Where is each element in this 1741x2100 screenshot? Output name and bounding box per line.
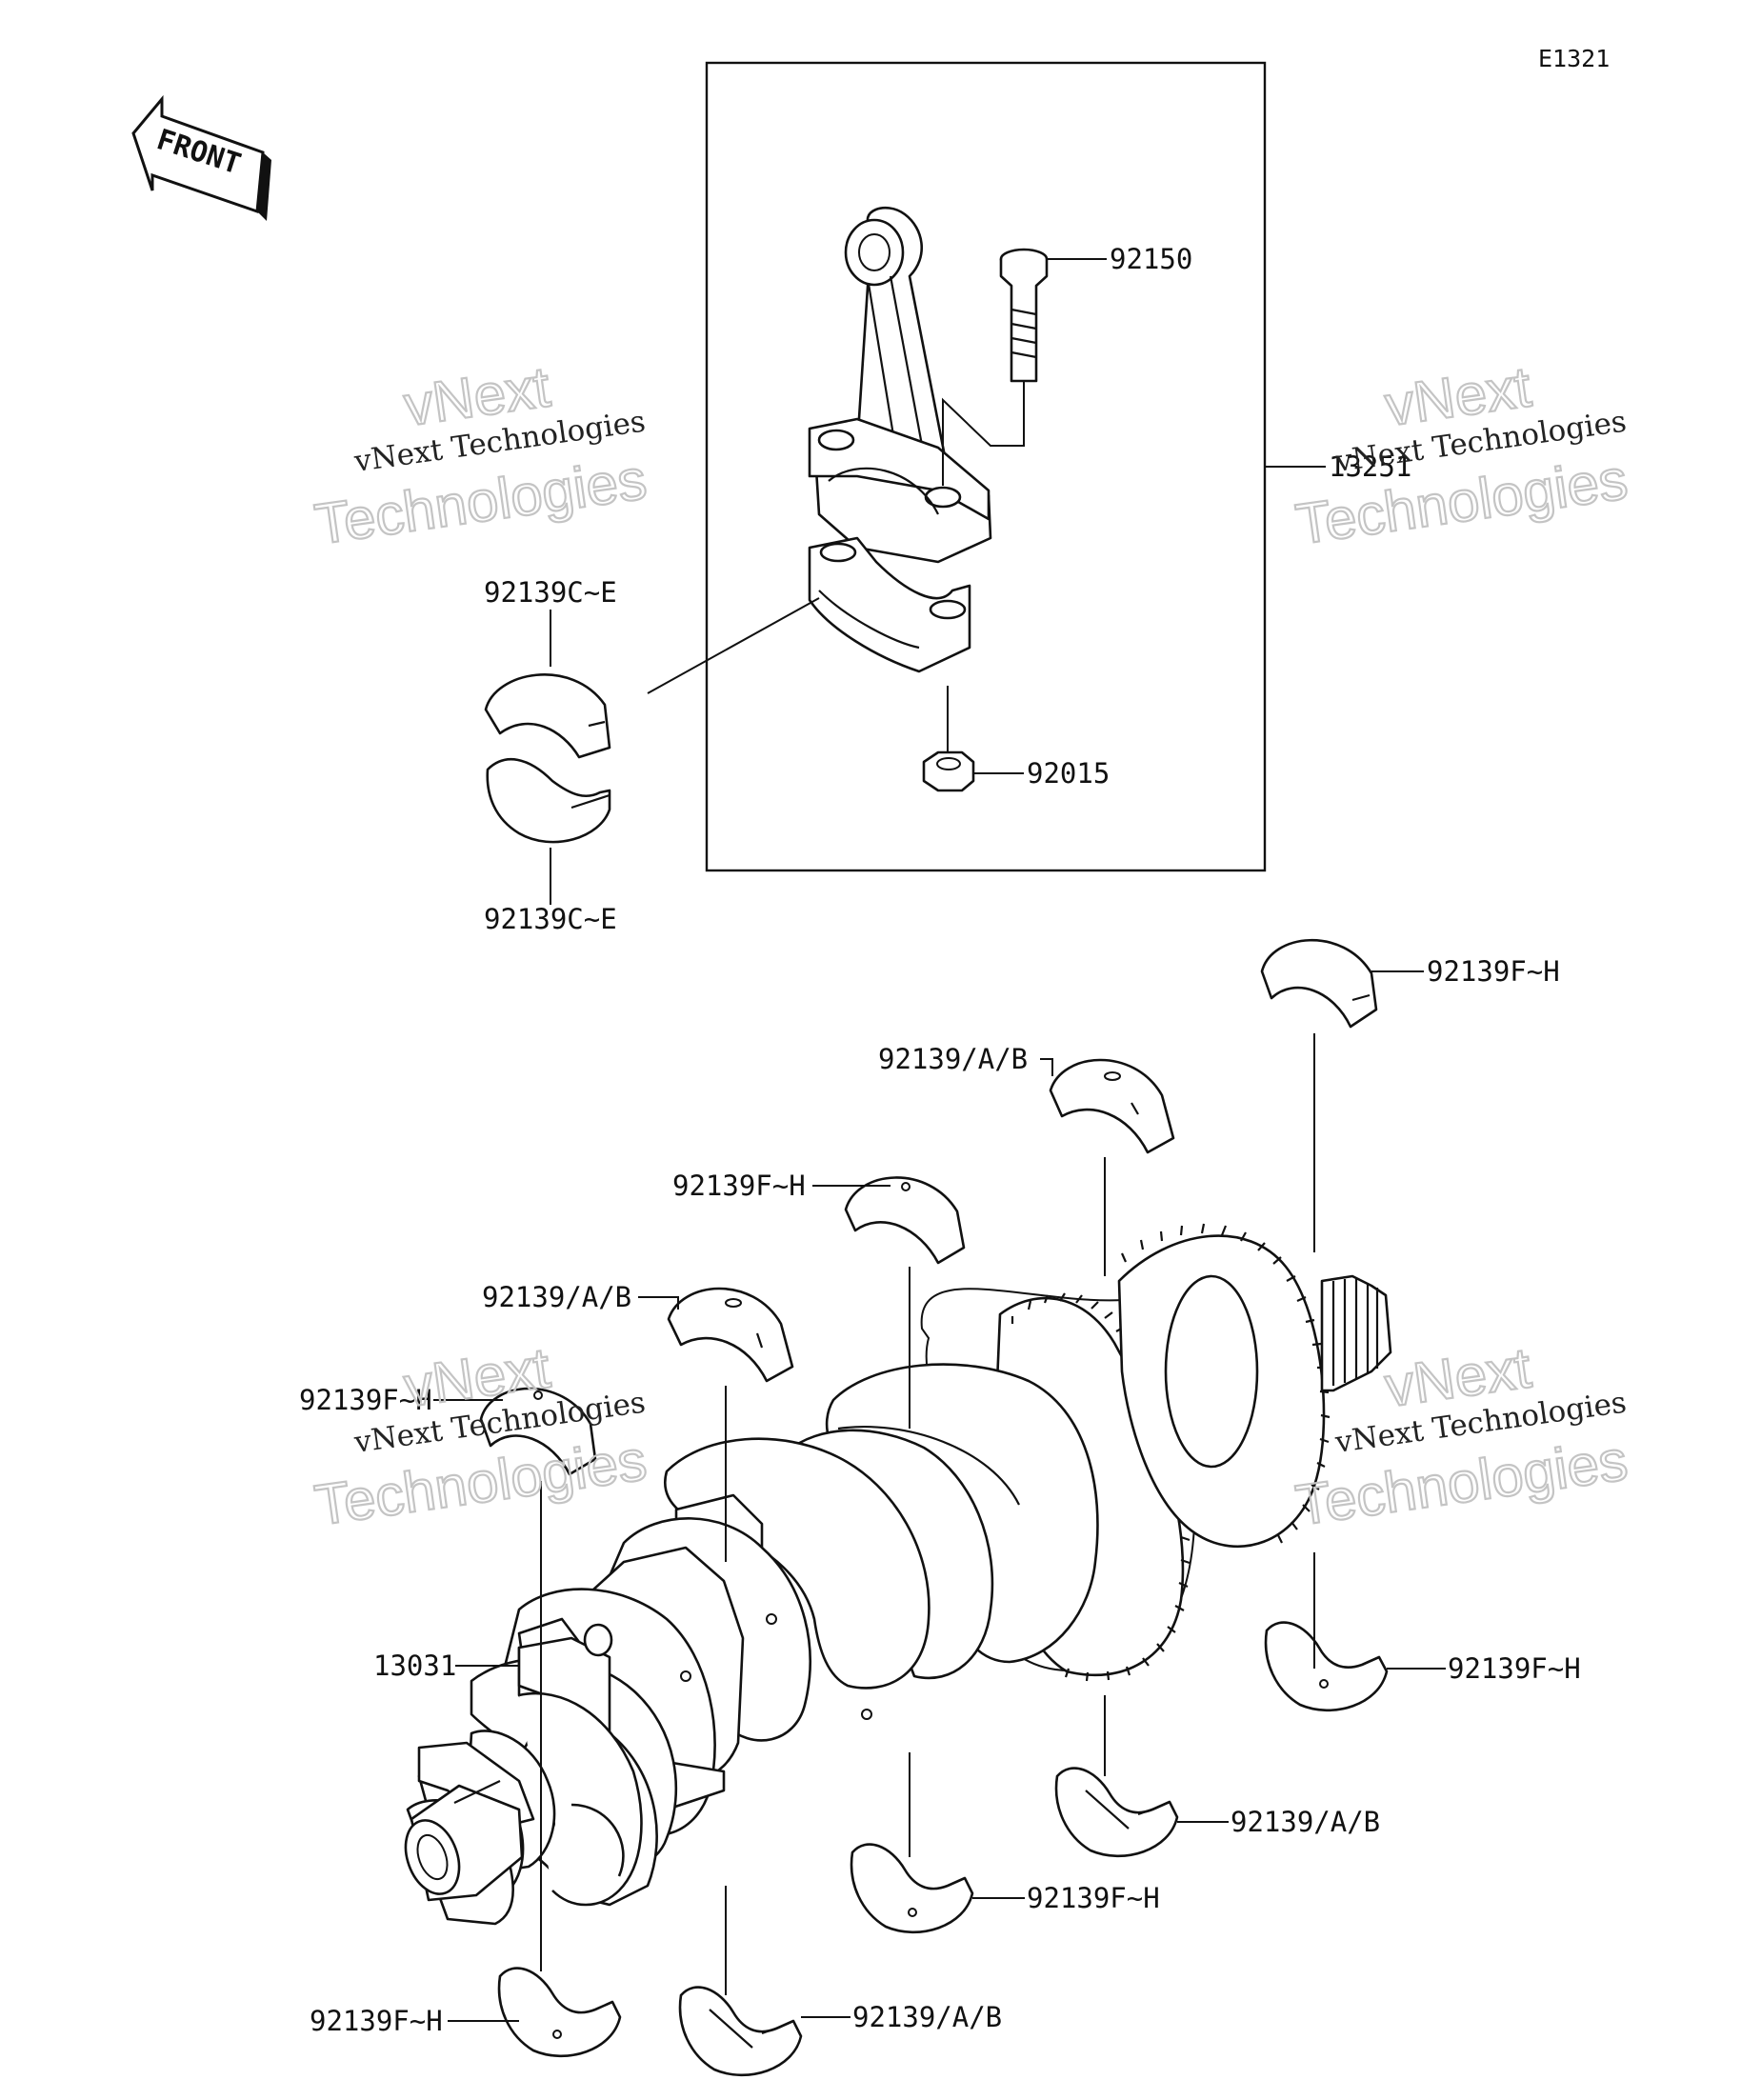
watermark: vNext vNext Technologies Technologies <box>310 1334 650 1538</box>
label-main-bearing-5: 92139F~H <box>299 1384 432 1416</box>
main-bearing-icon <box>1054 1767 1179 1858</box>
main-bearing-icon <box>479 1387 597 1476</box>
watermark: vNext vNext Technologies Technologies <box>310 353 650 557</box>
label-main-bearing-9: 92139/A/B <box>852 2001 1002 2033</box>
label-main-bearing-8: 92139F~H <box>1027 1882 1160 1914</box>
crankshaft-icon <box>404 1223 1392 1926</box>
label-92139ce-upper: 92139C~E <box>484 576 617 609</box>
main-bearing-icon <box>844 1176 966 1265</box>
rod-bolt-icon <box>999 248 1049 383</box>
main-bearing-icon <box>1264 1621 1389 1712</box>
watermark: vNext vNext Technologies Technologies <box>1291 353 1631 557</box>
main-bearing-icon <box>667 1287 794 1383</box>
main-bearing-icon <box>678 1986 803 2077</box>
label-main-bearing-2: 92139/A/B <box>878 1043 1028 1075</box>
rod-bearing-lower-icon <box>486 757 611 844</box>
rod-bearing-upper-icon <box>484 673 611 759</box>
rod-nut-icon <box>922 686 975 792</box>
label-92015: 92015 <box>1027 757 1110 790</box>
rod-cap-icon <box>808 536 971 673</box>
label-main-bearing-3: 92139F~H <box>672 1170 806 1202</box>
front-arrow-icon: FRONT <box>131 94 271 221</box>
main-bearing-icon <box>850 1843 974 1934</box>
connecting-rod-icon <box>808 206 992 564</box>
label-main-bearing-7: 92139/A/B <box>1231 1806 1380 1838</box>
main-bearing-icon <box>497 1967 622 2058</box>
diagram-code: E1321 <box>1538 45 1610 72</box>
label-92139ce-lower: 92139C~E <box>484 903 617 935</box>
main-bearing-icon <box>1049 1058 1175 1154</box>
main-bearing-icon <box>1260 938 1378 1029</box>
label-13251: 13251 <box>1329 450 1411 483</box>
label-main-bearing-6: 92139F~H <box>1448 1652 1581 1685</box>
label-92150: 92150 <box>1110 243 1192 275</box>
label-main-bearing-10: 92139F~H <box>310 2005 443 2037</box>
label-13031: 13031 <box>373 1650 456 1682</box>
connecting-rod-group-box <box>705 61 1267 872</box>
label-main-bearing-1: 92139F~H <box>1427 955 1560 988</box>
label-main-bearing-4: 92139/A/B <box>482 1281 631 1313</box>
